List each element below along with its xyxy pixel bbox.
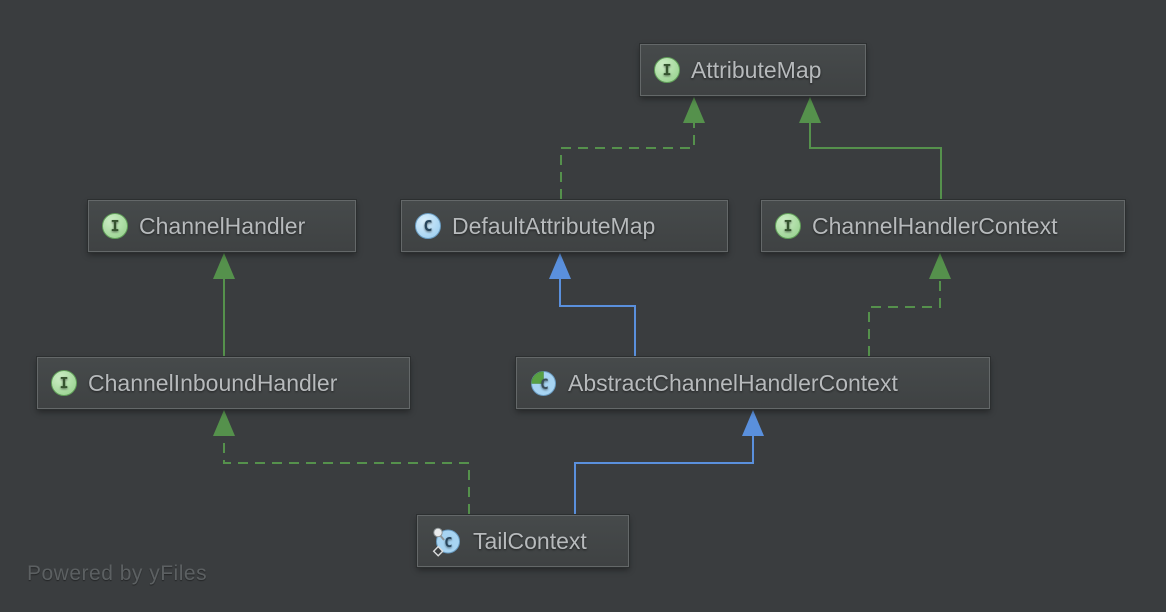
arrowhead-icon	[799, 97, 821, 123]
class-node-label: AbstractChannelHandlerContext	[568, 369, 898, 396]
interface-icon: I	[654, 57, 680, 83]
edge-tailcontext-extends-abstractchc	[574, 410, 764, 514]
edge-channelinboundhandler-extends-channelhandler	[213, 253, 235, 356]
arrowhead-icon	[683, 97, 705, 123]
class-node-label: TailContext	[473, 527, 587, 554]
edge-tailcontext-implements-channelinboundhandler	[213, 410, 470, 514]
arrowhead-icon	[213, 410, 235, 436]
final-class-icon: C	[431, 526, 462, 557]
class-node-channelinboundhandler[interactable]: I ChannelInboundHandler	[37, 357, 410, 409]
class-node-channelhandlercontext[interactable]: I ChannelHandlerContext	[761, 200, 1125, 252]
arrowhead-icon	[929, 253, 951, 279]
svg-text:C: C	[540, 377, 548, 393]
class-node-defaultattributemap[interactable]: C DefaultAttributeMap	[401, 200, 728, 252]
class-node-channelhandler[interactable]: I ChannelHandler	[88, 200, 356, 252]
class-node-label: DefaultAttributeMap	[452, 212, 656, 239]
powered-by-yfiles-label: Powered by yFiles	[27, 562, 208, 585]
svg-text:C: C	[444, 535, 452, 551]
interface-icon: I	[775, 213, 801, 239]
interface-icon: I	[102, 213, 128, 239]
edge-abstractchc-extends-defaultattributemap	[549, 253, 636, 356]
edge-channelhandlercontext-extends-attributemap	[799, 97, 942, 199]
edge-defaultattributemap-implements-attributemap	[560, 97, 705, 199]
class-node-abstractchannelhandlercontext[interactable]: C AbstractChannelHandlerContext	[516, 357, 990, 409]
class-node-label: ChannelHandlerContext	[812, 212, 1058, 239]
arrowhead-icon	[742, 410, 764, 436]
abstract-class-icon: C	[530, 370, 557, 397]
class-icon: C	[415, 213, 441, 239]
arrowhead-icon	[213, 253, 235, 279]
class-node-label: ChannelHandler	[139, 212, 306, 239]
class-node-label: ChannelInboundHandler	[88, 369, 338, 396]
class-node-attributemap[interactable]: I AttributeMap	[640, 44, 866, 96]
arrowhead-icon	[549, 253, 571, 279]
interface-icon: I	[51, 370, 77, 396]
class-node-tailcontext[interactable]: C TailContext	[417, 515, 629, 567]
class-node-label: AttributeMap	[691, 56, 822, 83]
edge-abstractchc-implements-channelhandlercontext	[868, 253, 951, 356]
